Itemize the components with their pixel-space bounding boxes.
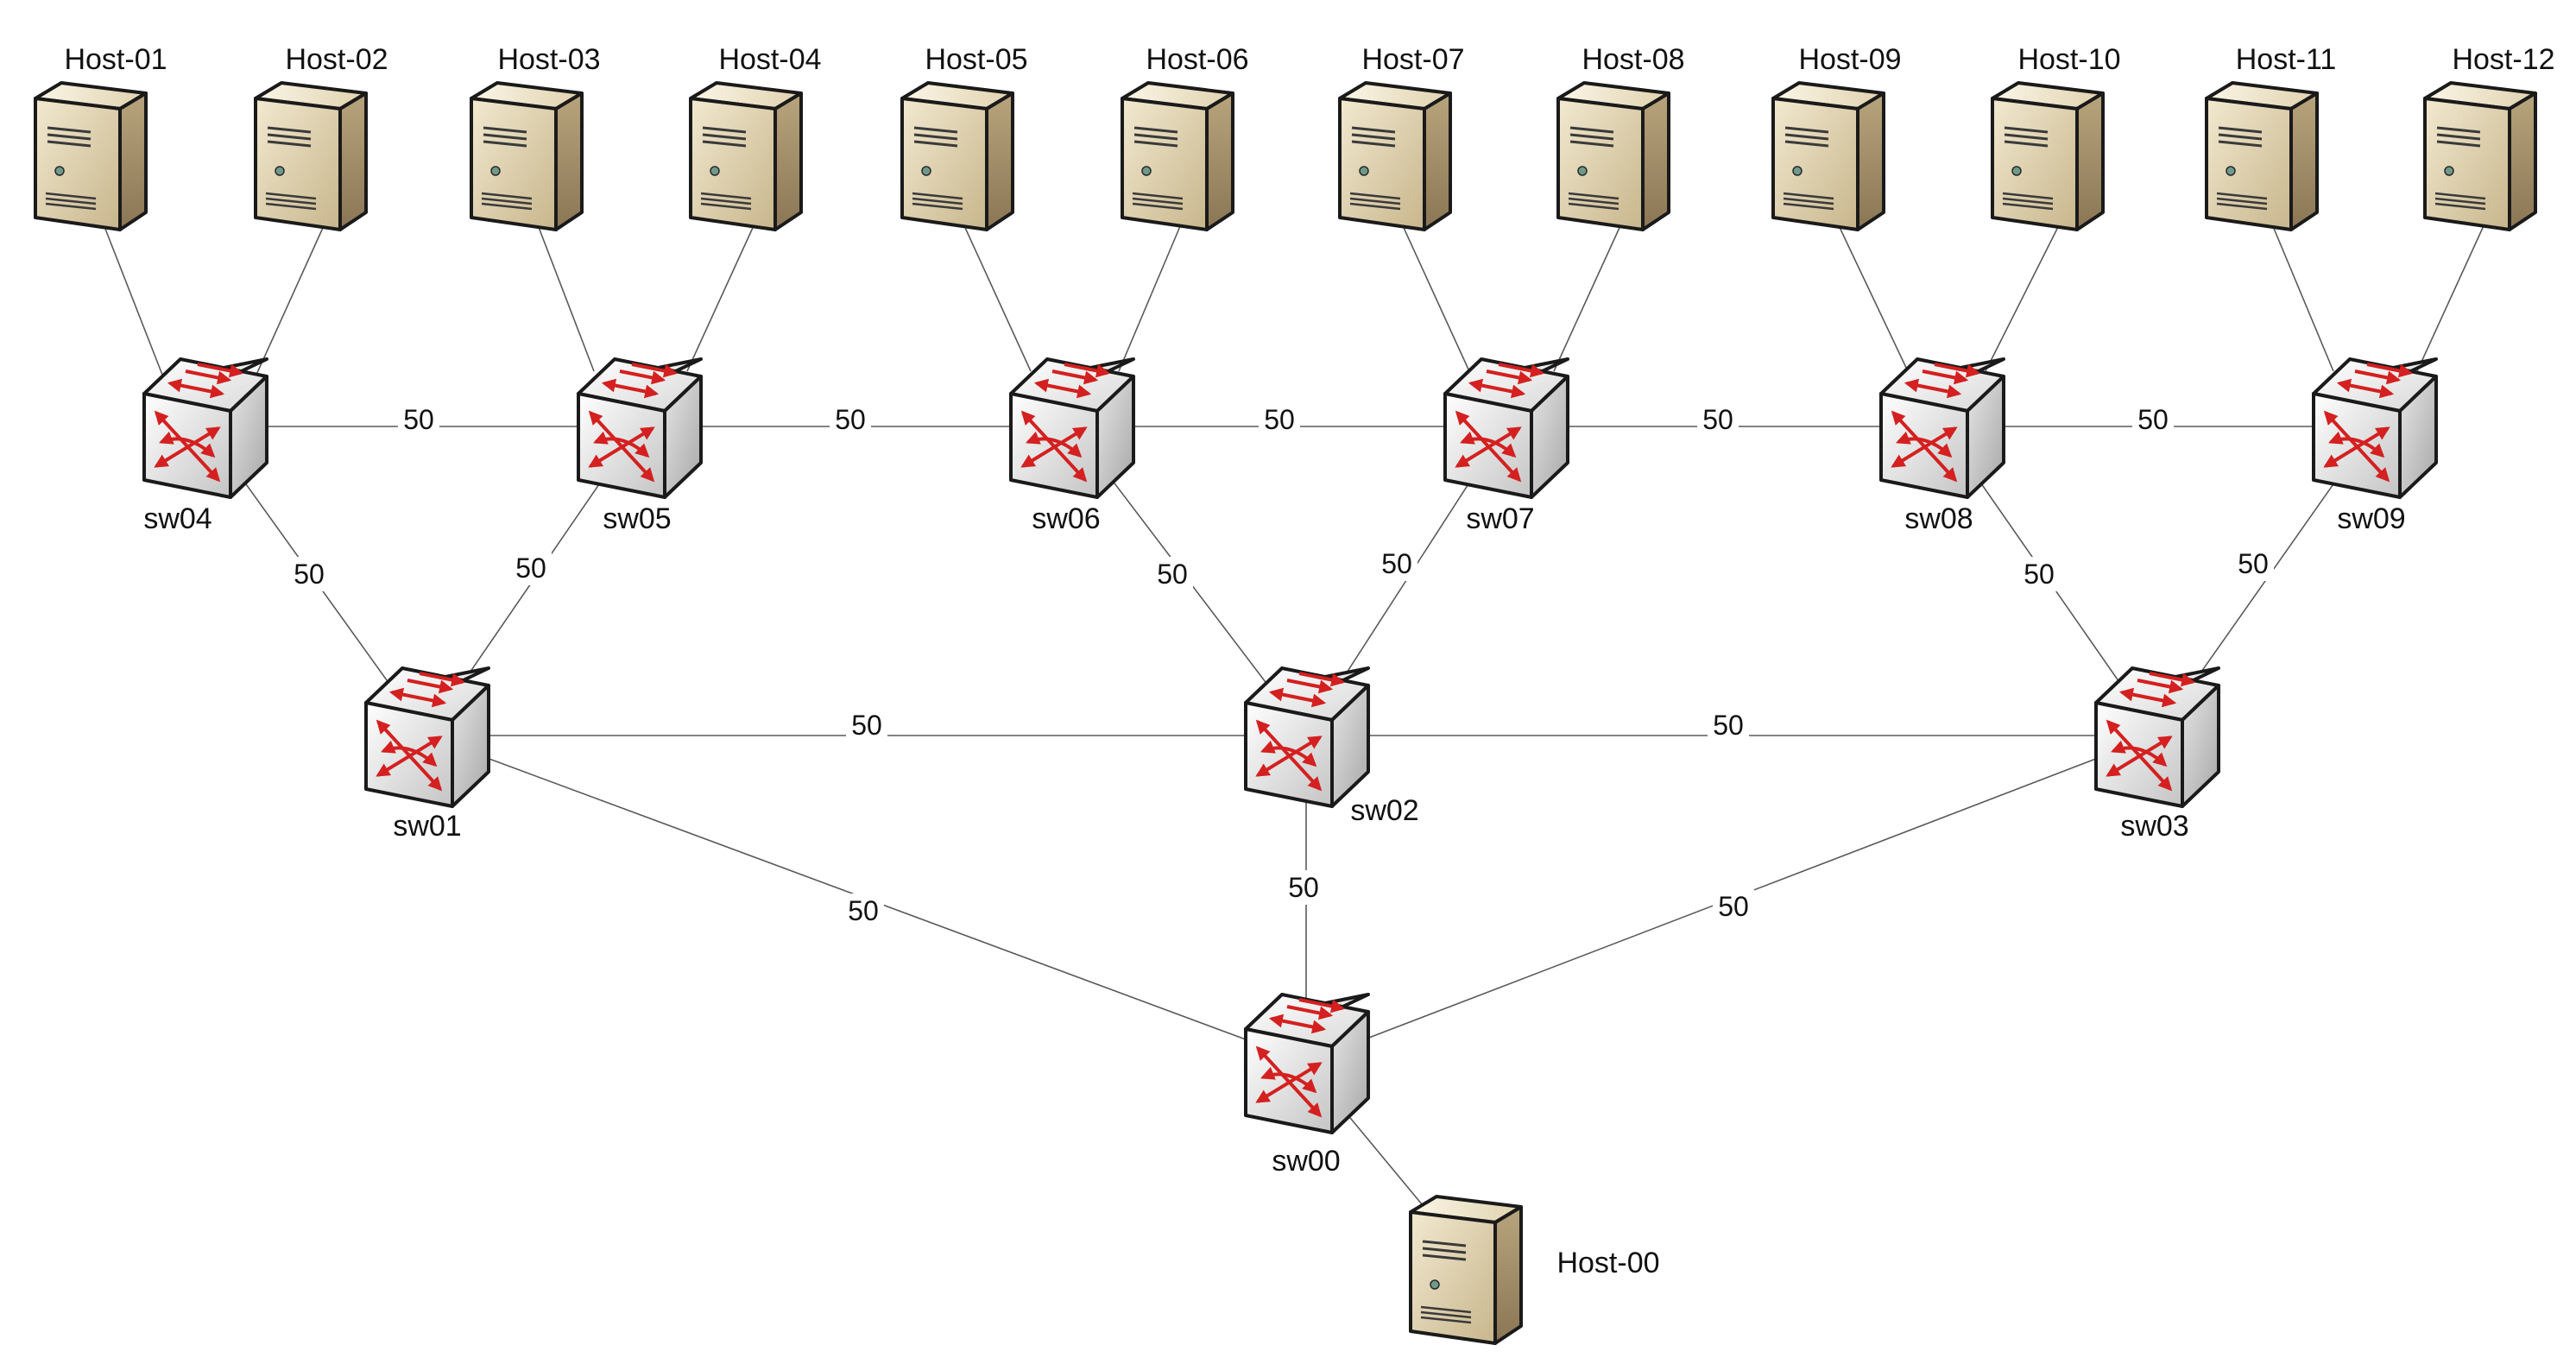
host-label-h10: Host-10 — [2017, 43, 2120, 76]
host-label-h06: Host-06 — [1146, 43, 1248, 76]
link-label-backdrop — [1708, 708, 1749, 742]
link-bandwidth-label: 50 — [403, 404, 434, 435]
host-label-h11: Host-11 — [2236, 43, 2337, 76]
link-bandwidth-label: 50 — [294, 559, 325, 590]
link-h06-sw06 — [1118, 219, 1184, 372]
server-tower-icon[interactable] — [254, 81, 368, 231]
server-tower-icon[interactable] — [1991, 81, 2105, 231]
link-h08-sw07 — [1553, 219, 1624, 372]
host-label-h08: Host-08 — [1582, 43, 1684, 76]
link-h05-sw06 — [961, 219, 1032, 372]
link-bandwidth-label: 50 — [515, 553, 546, 584]
link-bandwidth-label: 50 — [2024, 559, 2055, 590]
network-switch-icon[interactable] — [577, 357, 703, 499]
link-h10-sw08 — [1985, 219, 2062, 372]
link-h11-sw09 — [2270, 219, 2334, 372]
switch-label-sw08: sw08 — [1904, 502, 1973, 535]
host-label-h03: Host-03 — [497, 43, 600, 76]
server-tower-icon[interactable] — [2205, 81, 2319, 231]
link-label-backdrop — [398, 402, 439, 437]
network-switch-icon[interactable] — [1879, 357, 2005, 499]
network-switch-icon[interactable] — [1009, 357, 1135, 499]
link-label-backdrop — [1697, 402, 1739, 437]
link-h02-sw04 — [256, 219, 327, 376]
switch-label-sw03: sw03 — [2120, 810, 2188, 843]
link-label-backdrop — [510, 551, 552, 585]
server-tower-icon[interactable] — [1409, 1195, 1523, 1345]
switch-label-sw07: sw07 — [1466, 502, 1534, 535]
network-switch-icon[interactable] — [364, 666, 490, 808]
link-h04-sw05 — [686, 219, 757, 372]
link-bandwidth-label: 50 — [835, 404, 866, 435]
network-switch-icon[interactable] — [1443, 357, 1569, 499]
link-h12-sw09 — [2416, 219, 2487, 372]
host-label-h12: Host-12 — [2452, 43, 2554, 76]
server-tower-icon[interactable] — [470, 81, 584, 231]
link-label-backdrop — [1713, 889, 1754, 924]
link-label-backdrop — [1259, 402, 1300, 437]
server-tower-icon[interactable] — [900, 81, 1014, 231]
host-label-h02: Host-02 — [285, 43, 388, 76]
link-label-backdrop — [1376, 546, 1417, 581]
switch-label-sw00: sw00 — [1272, 1145, 1340, 1178]
server-tower-icon[interactable] — [2423, 81, 2537, 231]
link-label-backdrop — [2132, 402, 2174, 437]
link-sw00-h00 — [1346, 1113, 1436, 1221]
network-switch-icon[interactable] — [142, 357, 268, 499]
network-switch-icon[interactable] — [2094, 666, 2220, 808]
host-label-h05: Host-05 — [925, 43, 1027, 76]
link-bandwidth-label: 50 — [1264, 404, 1295, 435]
link-h07-sw07 — [1399, 219, 1470, 372]
network-switch-icon[interactable] — [1244, 993, 1370, 1134]
link-label-backdrop — [288, 557, 330, 591]
host-label-h01: Host-01 — [64, 43, 167, 76]
host-label-h07: Host-07 — [1361, 43, 1464, 76]
switch-label-sw01: sw01 — [393, 810, 461, 843]
network-switch-icon[interactable] — [2312, 357, 2438, 499]
link-bandwidth-label: 50 — [1718, 891, 1749, 922]
link-bandwidth-label: 50 — [1702, 404, 1733, 435]
host-label-h09: Host-09 — [1798, 43, 1901, 76]
link-label-backdrop — [846, 708, 887, 742]
link-bandwidth-label: 50 — [1157, 559, 1188, 590]
switch-label-sw06: sw06 — [1032, 502, 1100, 535]
link-label-backdrop — [2018, 557, 2060, 591]
network-switch-icon[interactable] — [1244, 666, 1370, 808]
link-bandwidth-label: 50 — [1288, 872, 1319, 903]
link-label-backdrop — [2232, 546, 2274, 581]
link-label-backdrop — [1152, 557, 1193, 591]
switch-label-sw02: sw02 — [1350, 794, 1418, 827]
host-label-h00: Host-00 — [1556, 1247, 1659, 1279]
link-bandwidth-label: 50 — [2238, 548, 2269, 579]
link-bandwidth-label: 50 — [1713, 710, 1744, 741]
server-tower-icon[interactable] — [1771, 81, 1885, 231]
link-h09-sw08 — [1835, 219, 1909, 372]
link-h01-sw04 — [103, 224, 163, 376]
server-tower-icon[interactable] — [1121, 81, 1234, 231]
switch-label-sw05: sw05 — [603, 502, 671, 535]
link-label-backdrop — [843, 894, 884, 928]
server-tower-icon[interactable] — [34, 81, 148, 231]
link-bandwidth-label: 50 — [848, 895, 879, 926]
link-bandwidth-label: 50 — [851, 710, 882, 741]
link-label-backdrop — [830, 402, 871, 437]
server-tower-icon[interactable] — [689, 81, 803, 231]
server-tower-icon[interactable] — [1338, 81, 1452, 231]
host-label-h04: Host-04 — [718, 43, 821, 76]
server-tower-icon[interactable] — [1556, 81, 1670, 231]
link-bandwidth-label: 50 — [1381, 548, 1412, 579]
link-label-backdrop — [1283, 870, 1324, 905]
link-bandwidth-label: 50 — [2137, 404, 2169, 435]
switch-label-sw04: sw04 — [143, 502, 212, 535]
link-h03-sw05 — [536, 222, 595, 372]
switch-label-sw09: sw09 — [2337, 502, 2405, 535]
